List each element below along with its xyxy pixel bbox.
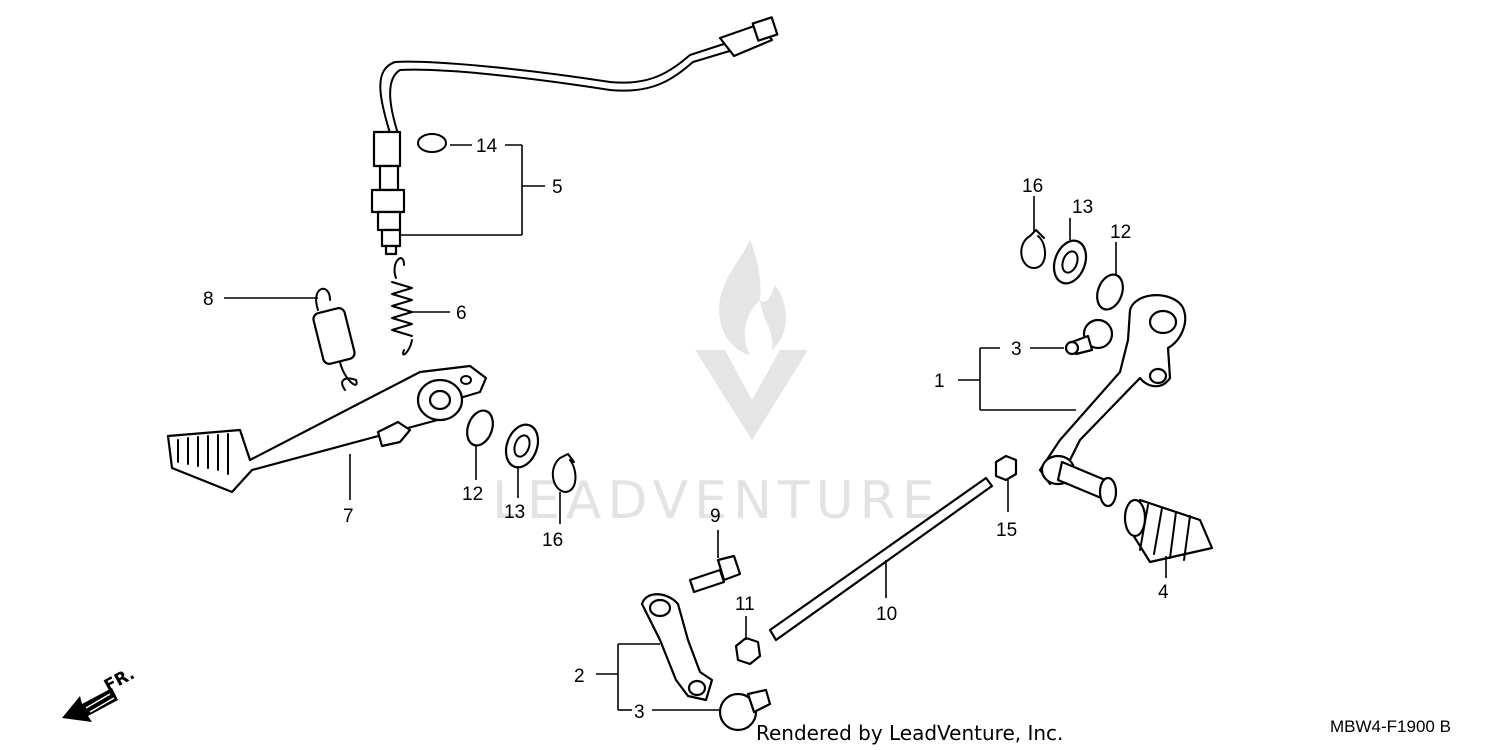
callout-16-left: 16: [542, 530, 563, 551]
part-15-nut: [994, 454, 1018, 482]
leader-lines: [224, 144, 1167, 711]
part-2-shift-arm: [640, 593, 714, 702]
part-7-brake-pedal: [166, 364, 488, 494]
callout-10: 10: [876, 604, 897, 625]
watermark-text: LEADVENTURE: [492, 471, 941, 531]
callout-1: 1: [934, 371, 945, 392]
callout-8: 8: [203, 289, 214, 310]
callout-12-left: 12: [462, 484, 483, 505]
part-1-gearshift-pedal: [1038, 294, 1187, 508]
callout-16-right: 16: [1022, 176, 1043, 197]
callout-5: 5: [552, 177, 563, 198]
part-11-nut: [734, 636, 762, 666]
part-5-brake-switch: [370, 16, 779, 256]
callout-7: 7: [343, 506, 354, 527]
callout-4: 4: [1158, 582, 1169, 603]
front-direction-arrow: FR.: [62, 664, 138, 722]
part-16-clip-left: [551, 453, 577, 493]
part-3-joint-bottom: [718, 688, 772, 732]
callout-15: 15: [996, 520, 1017, 541]
callout-3-right: 3: [1011, 339, 1022, 360]
callout-6: 6: [456, 303, 467, 324]
callout-12-right: 12: [1110, 222, 1131, 243]
part-16-clip-right: [1020, 229, 1046, 269]
callout-11: 11: [735, 594, 755, 615]
part-14-o-ring: [417, 133, 447, 153]
callout-13-right: 13: [1072, 197, 1093, 218]
part-3-joint-right: [1064, 318, 1114, 356]
callout-9: 9: [710, 506, 721, 527]
callout-2: 2: [574, 666, 585, 687]
leadventure-watermark: LEADVENTURE: [492, 240, 941, 531]
part-8-spring: [312, 287, 358, 391]
part-10-tie-rod: [768, 476, 994, 642]
credit-text: Rendered by LeadVenture, Inc.: [756, 721, 1063, 745]
callout-labels: 14 5 6 8 7 12 13 16 3 1 16 13 12 15 4 10…: [203, 136, 1169, 723]
part-13-washer-left: [504, 423, 540, 469]
part-9-bolt: [688, 554, 742, 594]
diagram-code: MBW4-F1900 B: [1330, 717, 1451, 736]
part-12-washer-right: [1096, 273, 1124, 311]
part-6-spring: [391, 257, 413, 356]
part-4-pedal-rubber: [1123, 498, 1214, 564]
callout-14: 14: [476, 136, 498, 157]
callout-3-bottom: 3: [634, 702, 645, 723]
part-13-washer-right: [1052, 239, 1088, 285]
part-12-washer-left: [466, 409, 494, 447]
callout-13-left: 13: [504, 502, 525, 523]
